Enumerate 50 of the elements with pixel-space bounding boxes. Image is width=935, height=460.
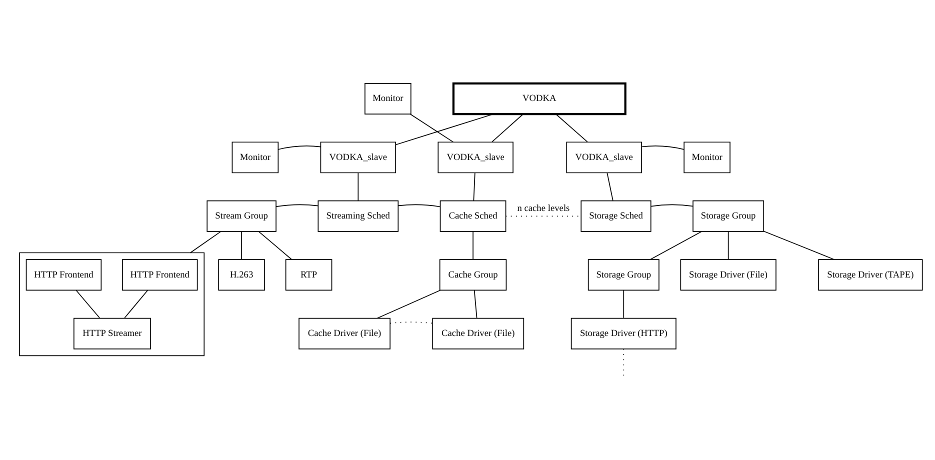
connector	[276, 204, 319, 206]
node-box: Cache Driver (File)	[432, 317, 524, 349]
connector	[474, 289, 478, 318]
connector	[376, 289, 441, 318]
connector	[358, 172, 359, 200]
node-box: Storage Driver (TAPE)	[818, 258, 923, 290]
node-box: Storage Sched	[580, 200, 652, 232]
connector	[395, 113, 494, 145]
connector	[641, 145, 684, 150]
connector	[76, 289, 100, 318]
node-box: HTTP Frontend	[122, 258, 198, 290]
connector	[728, 230, 729, 260]
connector	[398, 204, 440, 207]
node-box: Storage Group	[692, 200, 764, 232]
node-box: Storage Driver (HTTP)	[570, 317, 676, 349]
node-box: HTTP Frontend	[26, 258, 102, 290]
node-box: VODKA_slave	[438, 141, 514, 173]
edge-label: n cache levels	[517, 203, 570, 214]
node-box: Streaming Sched	[318, 200, 399, 232]
connector	[241, 230, 242, 260]
connector	[556, 113, 588, 142]
connector	[763, 230, 835, 260]
connector	[650, 230, 702, 260]
connector	[606, 172, 614, 200]
connector	[258, 230, 292, 260]
connector	[190, 230, 222, 253]
node-box: VODKA	[452, 82, 626, 115]
connector	[124, 289, 148, 318]
node-box: RTP	[285, 258, 332, 290]
connector	[278, 145, 321, 150]
node-box: Cache Driver (File)	[298, 317, 390, 349]
node-box: Storage Group	[588, 258, 660, 290]
node-box: VODKA_slave	[566, 141, 642, 173]
node-box: Monitor	[364, 82, 412, 114]
node-box: HTTP Streamer	[74, 317, 151, 349]
cluster	[19, 252, 205, 356]
connector	[472, 230, 474, 260]
node-box: Storage Driver (File)	[680, 258, 776, 290]
node-box: Monitor	[232, 141, 279, 173]
node-box: Stream Group	[206, 200, 276, 232]
connector	[492, 113, 524, 142]
node-box: VODKA_slave	[320, 141, 396, 173]
connector	[623, 289, 624, 318]
node-box: Cache Sched	[440, 200, 506, 232]
connector	[410, 113, 454, 142]
connector	[650, 204, 694, 206]
connector	[473, 172, 476, 200]
node-box: Monitor	[684, 141, 730, 173]
node-box: Cache Group	[439, 258, 507, 290]
node-box: H.263	[218, 258, 265, 290]
